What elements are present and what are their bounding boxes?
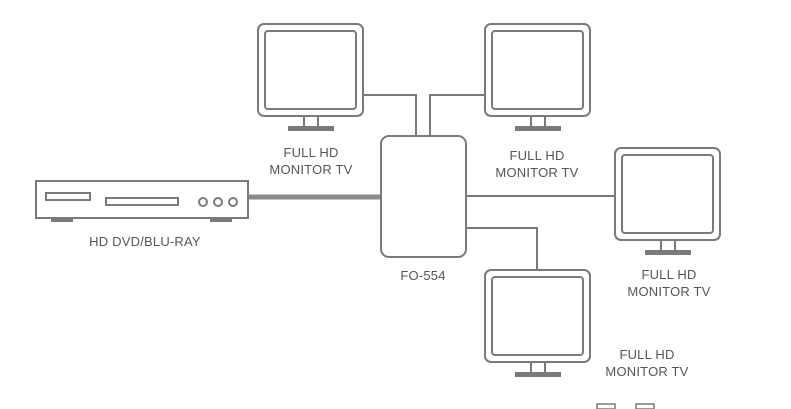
monitor-label-2-line1: FULL HD: [509, 148, 565, 163]
splitter-label: FO-554: [378, 267, 468, 284]
monitor-label-3: FULL HD MONITOR TV: [608, 266, 730, 300]
dvd-player-label-text: HD DVD/BLU-RAY: [89, 234, 201, 249]
monitor-label-3-line1: FULL HD: [641, 267, 697, 282]
dvd-player-icon: [35, 180, 249, 222]
monitor-icon-2: [484, 23, 591, 131]
monitor-label-1-line2: MONITOR TV: [269, 162, 353, 177]
monitor-label-1: FULL HD MONITOR TV: [250, 144, 372, 178]
dvd-player-label: HD DVD/BLU-RAY: [60, 233, 230, 250]
splitter-box: [380, 135, 467, 258]
monitor-label-4-line2: MONITOR TV: [605, 364, 689, 379]
monitor-label-1-line1: FULL HD: [283, 145, 339, 160]
splitter-label-text: FO-554: [400, 268, 446, 283]
cable-monitor-1: [361, 94, 417, 136]
cables: [248, 94, 617, 272]
cable-monitor-4: [466, 227, 538, 272]
monitor-label-2: FULL HD MONITOR TV: [476, 147, 598, 181]
edge-artifacts: [596, 403, 655, 409]
monitor-icon-3: [614, 147, 721, 255]
cable-monitor-2: [429, 94, 487, 136]
monitor-icon-4: [484, 269, 591, 377]
monitor-icon-1: [257, 23, 364, 131]
monitor-label-3-line2: MONITOR TV: [627, 284, 711, 299]
monitor-label-4: FULL HD MONITOR TV: [586, 346, 708, 380]
monitor-label-4-line1: FULL HD: [619, 347, 675, 362]
monitor-label-2-line2: MONITOR TV: [495, 165, 579, 180]
